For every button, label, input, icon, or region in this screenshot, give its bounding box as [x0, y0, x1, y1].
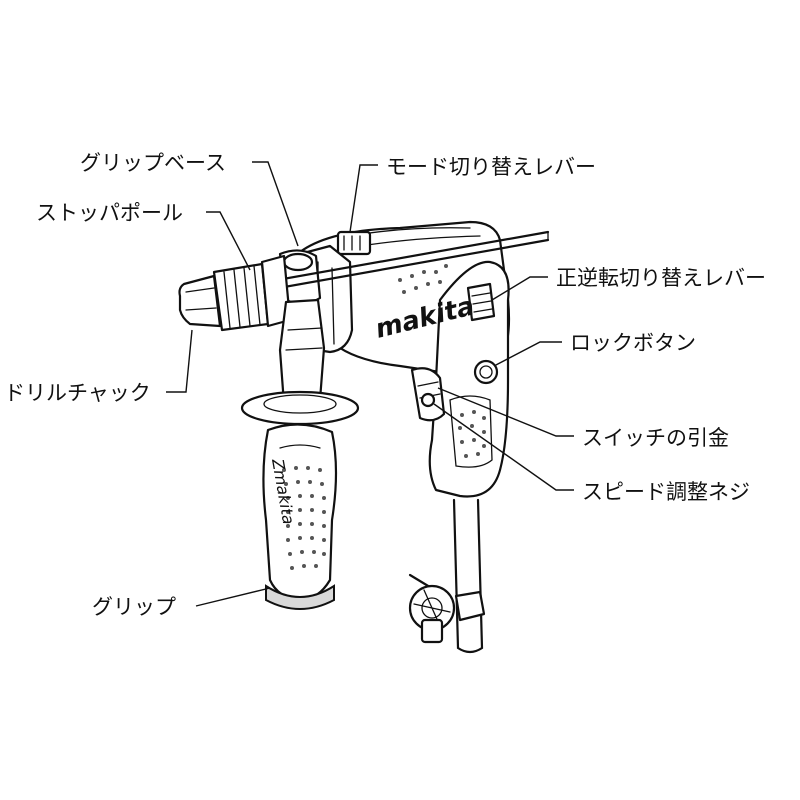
label-switch-trigger: スイッチの引金 — [582, 426, 729, 450]
label-grip: グリップ — [92, 595, 176, 619]
label-grip-base: グリップベース — [80, 151, 226, 175]
label-mode-lever: モード切り替えレバー — [386, 155, 596, 179]
main-handle — [428, 260, 510, 498]
label-speed-screw: スピード調整ネジ — [582, 480, 750, 504]
leader-speed-screw — [433, 403, 574, 491]
label-stopper-pole: ストッパポール — [36, 201, 183, 225]
drill-chuck — [178, 254, 292, 332]
side-handle-stem — [278, 298, 326, 406]
leader-grip-base — [252, 161, 299, 247]
leader-lock-button — [493, 341, 562, 367]
leader-stopper-pole — [206, 211, 251, 271]
label-reverse-lever: 正逆転切り替えレバー — [556, 266, 766, 290]
leader-grip — [195, 587, 271, 607]
label-drill-chuck: ドリルチャック — [4, 381, 151, 405]
speed-screw — [420, 392, 436, 408]
leader-reverse-lever — [491, 276, 548, 301]
leader-switch-trigger — [437, 387, 574, 437]
lock-button — [473, 359, 499, 385]
leader-lines — [166, 161, 574, 607]
labels: グリップベース ストッパポール ドリルチャック グリップ モード切り替えレバー … — [4, 151, 766, 619]
chuck-key — [408, 573, 486, 644]
leader-drill-chuck — [166, 329, 193, 393]
drill-illustration: makita — [178, 220, 550, 654]
power-cord — [452, 498, 484, 654]
label-lock-button: ロックボタン — [570, 331, 696, 355]
leader-mode-lever — [349, 164, 378, 233]
mode-switch-lever — [336, 230, 372, 256]
